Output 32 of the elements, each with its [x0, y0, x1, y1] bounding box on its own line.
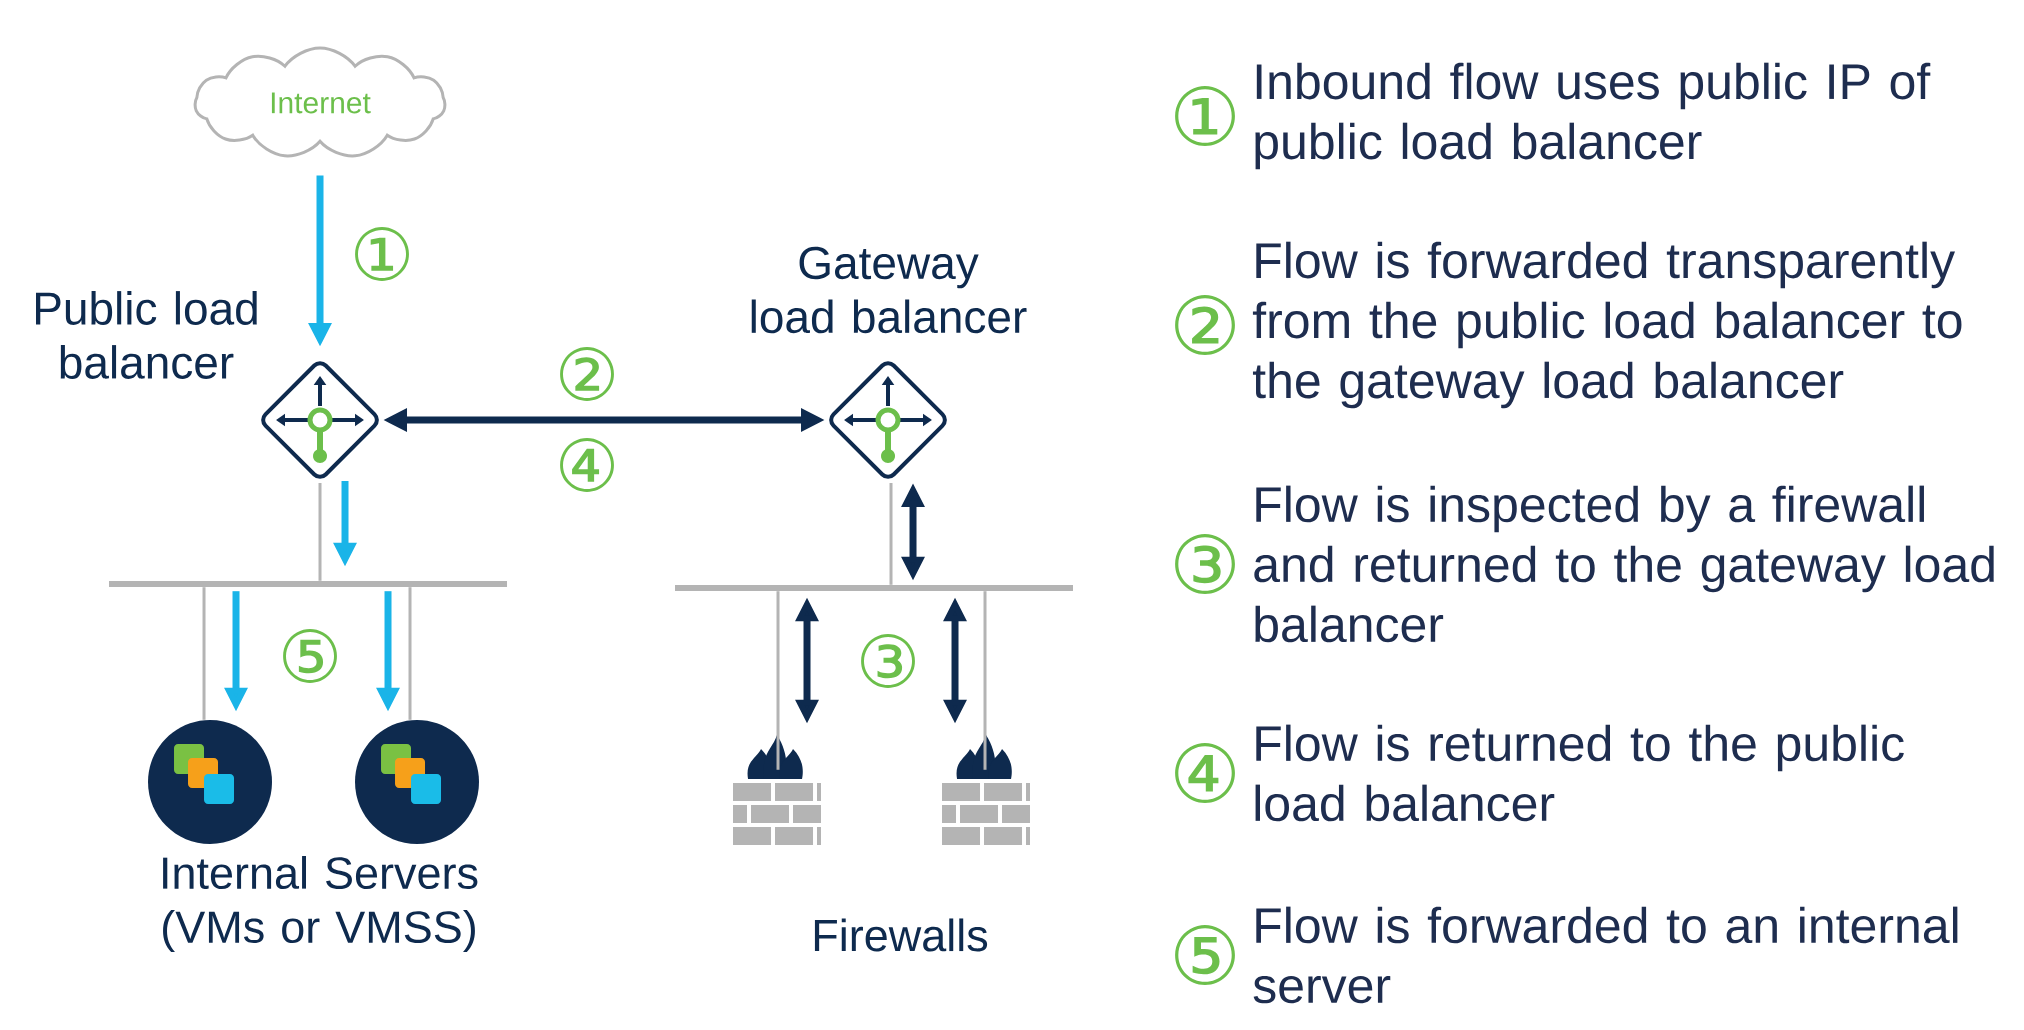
cloud: Internet [193, 46, 447, 158]
firewall-icon [733, 735, 821, 845]
step-description: Flow is returned to the public load balancer [1255, 724, 1904, 822]
step-number: ① [1175, 86, 1235, 146]
connector-line [776, 591, 780, 770]
step-number: ② [560, 347, 614, 401]
server-icon [148, 720, 272, 844]
step-description: Flow is inspected by a firewall and returned to the gateway load balancer [1254, 485, 1994, 643]
connector-line [889, 483, 893, 585]
node-label: Gateway load balancer [751, 246, 1027, 334]
step-number: ③ [861, 634, 915, 688]
network-bar [675, 585, 1073, 591]
connector-line [202, 587, 206, 720]
firewall-icon [942, 735, 1030, 845]
server-icon [355, 720, 479, 844]
step-number: ① [355, 227, 409, 281]
step-number: ⑤ [1175, 925, 1235, 985]
step-number: ④ [560, 438, 614, 492]
step-number: ③ [1175, 534, 1235, 594]
step-number: ② [1175, 295, 1235, 355]
caption: Internal Servers (VMs or VMSS) [163, 856, 478, 952]
connector-line [318, 483, 322, 581]
caption: Firewalls [814, 918, 988, 952]
step-description: Flow is forwarded transparently from the public load balancer to the gateway load balancer [1252, 241, 1962, 409]
step-number: ④ [1175, 743, 1235, 803]
network-bar [109, 581, 507, 587]
connector-line [408, 587, 412, 720]
connector-line [983, 591, 987, 770]
node-label: Public load balancer [36, 291, 257, 379]
step-description: Inbound flow uses public IP of public load balancer [1255, 62, 1931, 170]
step-description: Flow is forwarded to an internal server [1253, 906, 1958, 1004]
step-number: ⑤ [283, 629, 337, 683]
